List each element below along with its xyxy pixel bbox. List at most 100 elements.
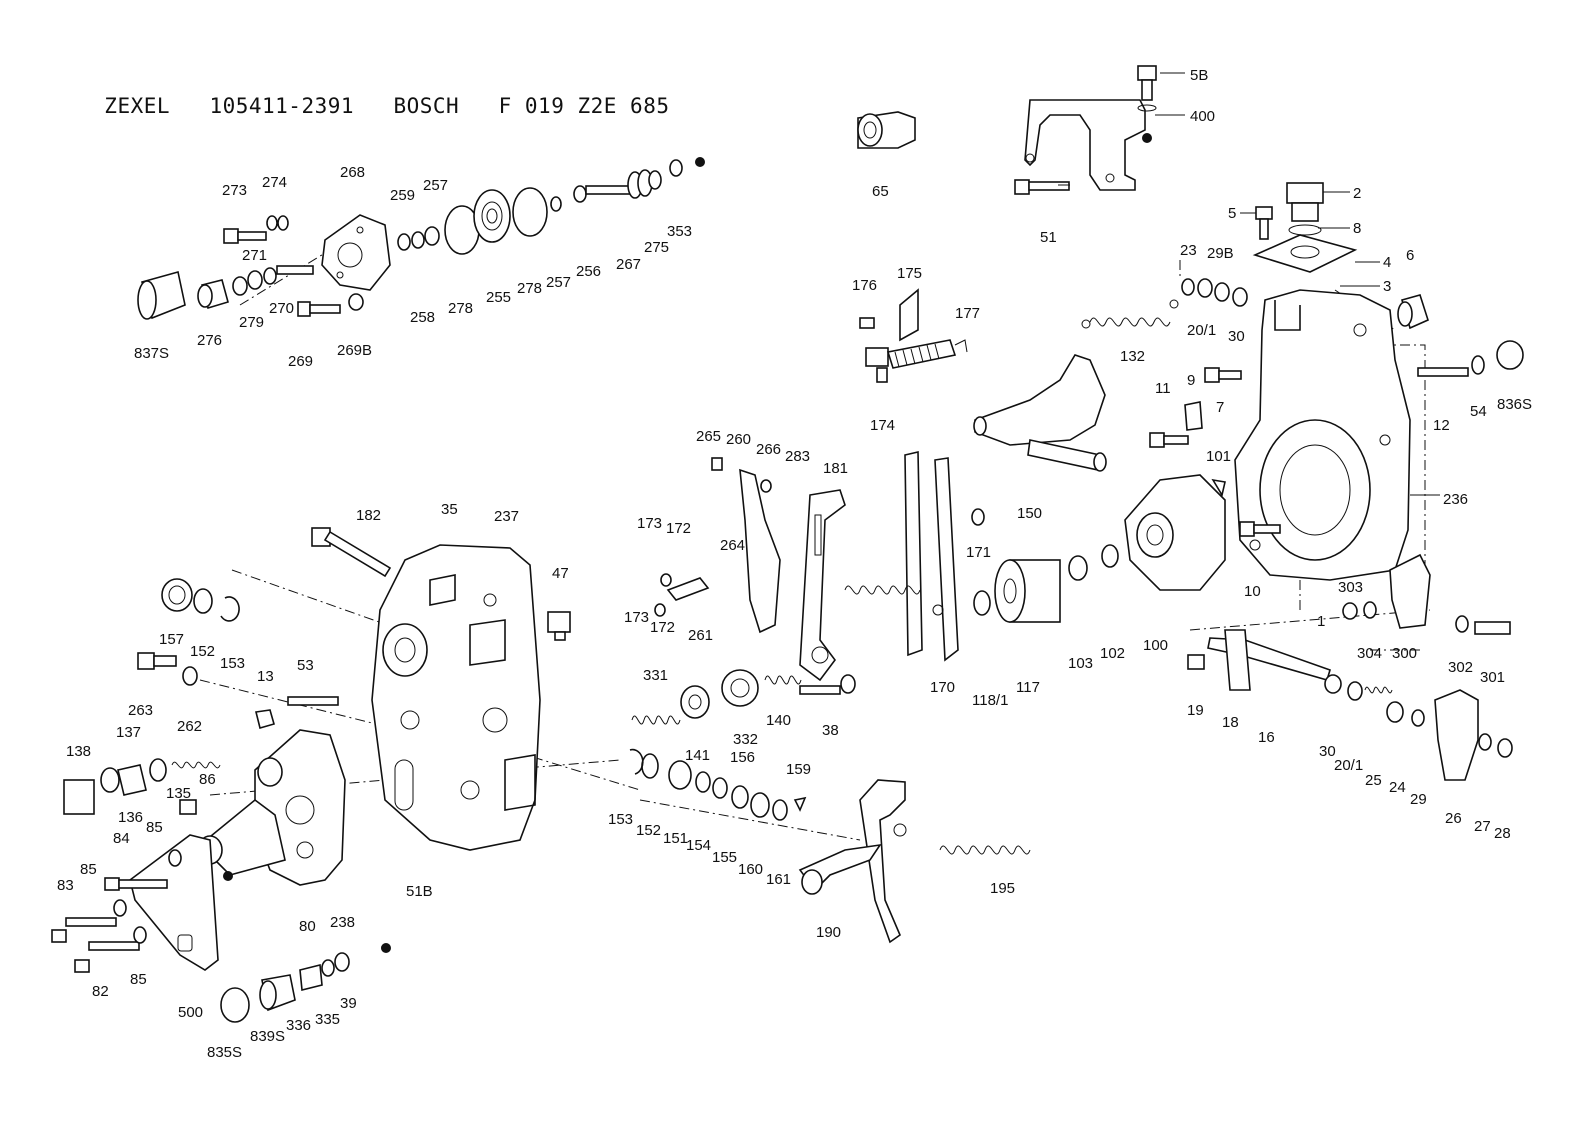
diaphragm-255 [473, 189, 511, 243]
label-38: 38 [822, 722, 839, 739]
label-353: 353 [667, 223, 692, 240]
cover-plate-4 [1252, 234, 1358, 273]
label-6: 6 [1406, 247, 1414, 264]
label-53: 53 [297, 657, 314, 674]
label-259: 259 [390, 187, 415, 204]
plug-6 [1397, 294, 1429, 330]
lever-181 [799, 489, 846, 682]
label-29: 29 [1410, 791, 1427, 808]
label-278-b: 278 [517, 280, 542, 297]
nut-65 [857, 111, 916, 149]
label-103: 103 [1068, 655, 1093, 672]
label-135: 135 [166, 785, 191, 802]
label-257-b: 257 [546, 274, 571, 291]
label-132: 132 [1120, 348, 1145, 365]
label-117: 117 [1016, 679, 1040, 696]
bracket-175-assembly [859, 288, 968, 383]
parts-263-262 [137, 652, 198, 686]
label-274: 274 [262, 174, 287, 191]
label-85: 85 [146, 819, 163, 836]
label-82: 82 [92, 983, 109, 1000]
washers-259-257 [397, 226, 440, 251]
title-part-number-1: 105411-2391 [209, 94, 355, 118]
label-238: 238 [330, 914, 355, 931]
lever-260 [711, 457, 781, 634]
bracket-500 [129, 834, 219, 971]
label-172-b: 172 [650, 619, 675, 636]
lever-190 [798, 779, 907, 944]
cover-268 [321, 214, 391, 291]
label-85-c: 85 [130, 971, 147, 988]
label-268: 268 [340, 164, 365, 181]
label-500: 500 [178, 1004, 203, 1021]
label-85-b: 85 [80, 861, 97, 878]
label-173: 173 [637, 515, 662, 532]
bracket-400 [1024, 99, 1146, 191]
label-101: 101 [1206, 448, 1231, 465]
bolt-5 [1255, 206, 1273, 240]
label-182: 182 [356, 507, 381, 524]
label-257: 257 [423, 177, 448, 194]
callout-labels: 5B 400 65 51 2 5 8 23 29B 4 3 6 20/1 30 … [57, 67, 1532, 1061]
label-160: 160 [738, 861, 763, 878]
label-236: 236 [1443, 491, 1468, 508]
label-8: 8 [1353, 220, 1361, 237]
label-172: 172 [666, 520, 691, 537]
label-136: 136 [118, 809, 143, 826]
label-7: 7 [1216, 399, 1224, 416]
label-23: 23 [1180, 242, 1197, 259]
label-190: 190 [816, 924, 841, 941]
label-174: 174 [870, 417, 895, 434]
bolt-182 [311, 527, 392, 578]
label-270: 270 [269, 300, 294, 317]
label-9: 9 [1187, 372, 1195, 389]
rings-118-103-102 [973, 544, 1119, 616]
spring-195 [939, 845, 1031, 855]
plug-stack-835s [220, 943, 391, 1023]
plug-2 [1286, 182, 1324, 236]
label-265: 265 [696, 428, 721, 445]
bolt-7 [1204, 367, 1242, 383]
label-171: 171 [966, 544, 991, 561]
label-30: 30 [1228, 328, 1245, 345]
screw-270 [232, 265, 314, 296]
label-273: 273 [222, 182, 247, 199]
parts-300-301-302-303-304 [1342, 553, 1511, 635]
label-839s: 839S [250, 1028, 285, 1045]
label-260: 260 [726, 431, 751, 448]
label-5: 5 [1228, 205, 1236, 222]
label-140: 140 [766, 712, 791, 729]
title-brand-2: BOSCH [393, 94, 460, 118]
label-51b: 51B [406, 883, 433, 900]
label-102: 102 [1100, 645, 1125, 662]
label-173-b: 173 [624, 609, 649, 626]
label-303: 303 [1338, 579, 1363, 596]
label-195: 195 [990, 880, 1015, 897]
key-101 [1211, 478, 1226, 498]
label-263: 263 [128, 702, 153, 719]
label-264: 264 [720, 537, 745, 554]
label-65: 65 [872, 183, 889, 200]
label-39: 39 [340, 995, 357, 1012]
label-3: 3 [1383, 278, 1391, 295]
label-155: 155 [712, 849, 737, 866]
bolt-10 [1239, 521, 1281, 537]
label-152: 152 [190, 643, 215, 660]
label-255: 255 [486, 289, 511, 306]
label-278: 278 [448, 300, 473, 317]
label-836s: 836S [1497, 396, 1532, 413]
callout-leaders [1058, 72, 1440, 496]
label-10: 10 [1244, 583, 1261, 600]
label-137: 137 [116, 724, 141, 741]
screws-13-53 [255, 696, 339, 729]
lever-shaft-150 [973, 354, 1107, 472]
label-84: 84 [113, 830, 130, 847]
label-153: 153 [220, 655, 245, 672]
label-26: 26 [1445, 810, 1462, 827]
label-5b: 5B [1190, 67, 1208, 84]
label-835s: 835S [207, 1044, 242, 1061]
label-11: 11 [1155, 380, 1171, 397]
bolts-83-84-82 [51, 849, 182, 973]
label-175: 175 [897, 265, 922, 282]
label-331: 331 [643, 667, 668, 684]
